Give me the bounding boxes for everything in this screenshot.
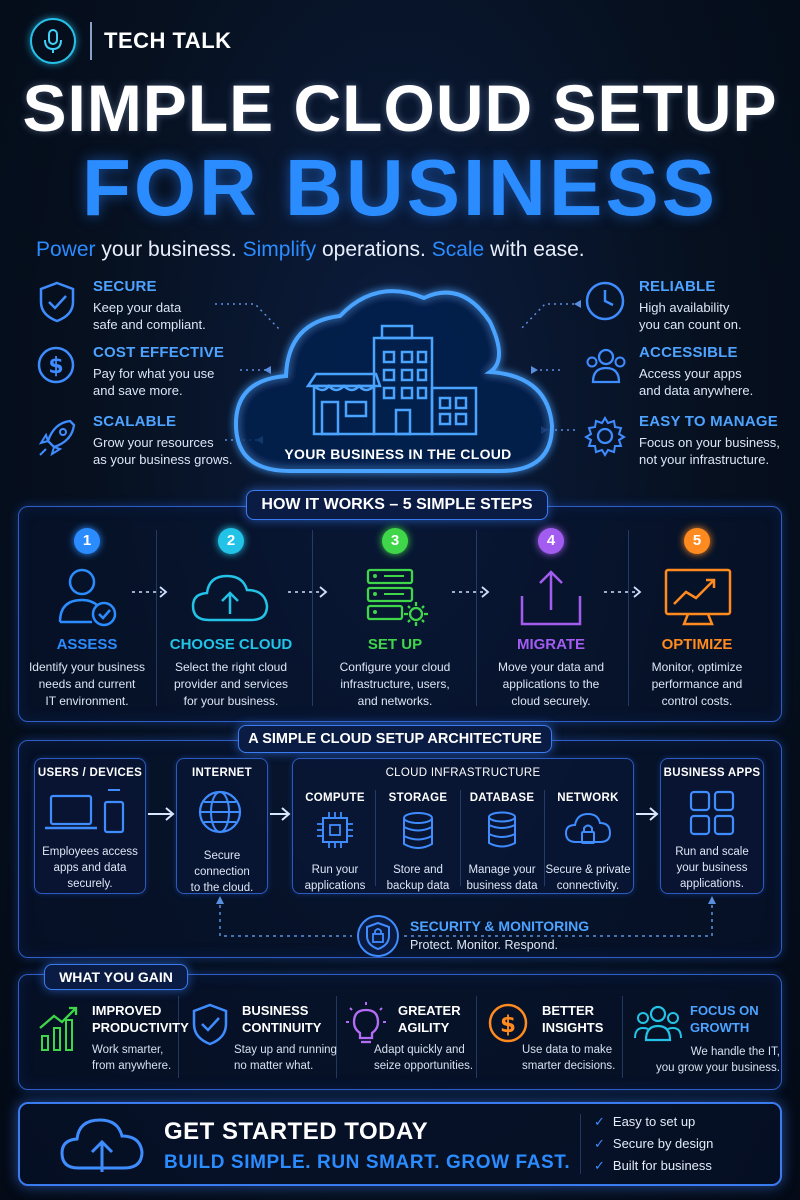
cloud-caption: YOUR BUSINESS IN THE CLOUD xyxy=(284,446,512,462)
cta-checklist: ✓Easy to set up ✓Secure by design ✓Built… xyxy=(594,1114,774,1180)
architecture-title: A SIMPLE CLOUD SETUP ARCHITECTURE xyxy=(238,725,552,753)
cta-title: GET STARTED TODAY xyxy=(164,1118,429,1145)
rocket-icon xyxy=(38,419,76,457)
gain-separator xyxy=(476,996,477,1078)
monitor-chart-icon xyxy=(664,568,732,626)
brand-name: TECH TALK xyxy=(104,28,232,53)
cloud-upload-icon xyxy=(60,1118,144,1172)
infra-separator xyxy=(544,790,545,886)
user-check-icon xyxy=(58,568,117,627)
hero-title-line1: SIMPLE CLOUD SETUP xyxy=(22,71,778,145)
users-icon xyxy=(586,348,626,384)
infra-separator xyxy=(460,790,461,886)
arch-internet xyxy=(176,758,268,894)
growth-chart-icon xyxy=(39,1006,78,1051)
tagline-accent-word: Power xyxy=(36,238,96,261)
cta-separator xyxy=(580,1114,581,1174)
business-cloud-illustration xyxy=(233,289,555,473)
checkmark-icon: ✓ xyxy=(594,1158,605,1173)
security-desc: Protect. Monitor. Respond. xyxy=(410,938,558,952)
hero-title-line2: FOR BUSINESS xyxy=(81,143,719,232)
cloud-lock-icon xyxy=(564,812,612,844)
checkmark-icon: ✓ xyxy=(594,1114,605,1129)
arch-cloud-infrastructure xyxy=(292,758,634,894)
hero-tagline: Power your business. Simplify operations… xyxy=(36,238,776,262)
step-separator xyxy=(476,530,477,706)
tagline-accent-word: Simplify xyxy=(242,238,317,261)
infra-separator xyxy=(375,790,376,886)
gain-separator xyxy=(336,996,337,1078)
check-item: ✓Easy to set up xyxy=(594,1114,696,1129)
step-separator xyxy=(312,530,313,706)
shield-check-icon xyxy=(192,1003,228,1046)
brand-logo xyxy=(30,18,76,64)
upload-tray-icon xyxy=(520,570,582,626)
app-grid-icon xyxy=(689,790,735,836)
brand-divider xyxy=(90,22,92,60)
arch-users-devices xyxy=(34,758,146,894)
tagline-text: operations. xyxy=(316,238,432,261)
security-title: SECURITY & MONITORING xyxy=(410,918,590,934)
clock-icon xyxy=(585,281,625,321)
laptop-phone-icon xyxy=(45,789,125,834)
shield-check-icon xyxy=(39,281,75,323)
team-icon xyxy=(634,1005,682,1042)
checkmark-icon: ✓ xyxy=(594,1136,605,1151)
dollar-coin-icon: $ xyxy=(37,346,75,384)
step-separator xyxy=(628,530,629,706)
gain-separator xyxy=(178,996,179,1078)
step-arrows xyxy=(132,586,642,598)
gain-separator xyxy=(622,996,623,1078)
gains-title: WHAT YOU GAIN xyxy=(44,964,188,990)
server-gear-icon xyxy=(366,568,428,626)
tagline-text: your business. xyxy=(95,238,243,261)
step-separator xyxy=(156,530,157,706)
database-icon xyxy=(488,811,516,848)
cpu-chip-icon xyxy=(317,812,353,848)
cta-panel xyxy=(18,1102,782,1186)
dollar-coin-icon: $ xyxy=(488,1003,528,1043)
svg-text:$: $ xyxy=(500,1012,516,1038)
check-item: ✓Built for business xyxy=(594,1158,712,1173)
steps-title: HOW IT WORKS – 5 SIMPLE STEPS xyxy=(246,490,548,520)
globe-icon xyxy=(198,790,242,834)
arch-business-apps xyxy=(660,758,764,894)
lightbulb-icon xyxy=(346,1002,386,1044)
cloud-upload-icon xyxy=(191,574,269,622)
storage-cylinder-icon xyxy=(403,812,433,849)
gear-icon xyxy=(584,416,626,457)
gains-panel xyxy=(18,974,782,1090)
cta-subtitle: BUILD SIMPLE. RUN SMART. GROW FAST. xyxy=(164,1152,571,1173)
tagline-accent-word: Scale xyxy=(431,238,485,261)
building-icon xyxy=(305,324,478,436)
tagline-text: with ease. xyxy=(484,238,585,261)
architecture-arrows xyxy=(148,807,716,937)
svg-text:$: $ xyxy=(48,354,63,379)
security-lock-icon xyxy=(357,915,399,957)
check-item: ✓Secure by design xyxy=(594,1136,714,1151)
microphone-icon xyxy=(44,29,62,53)
